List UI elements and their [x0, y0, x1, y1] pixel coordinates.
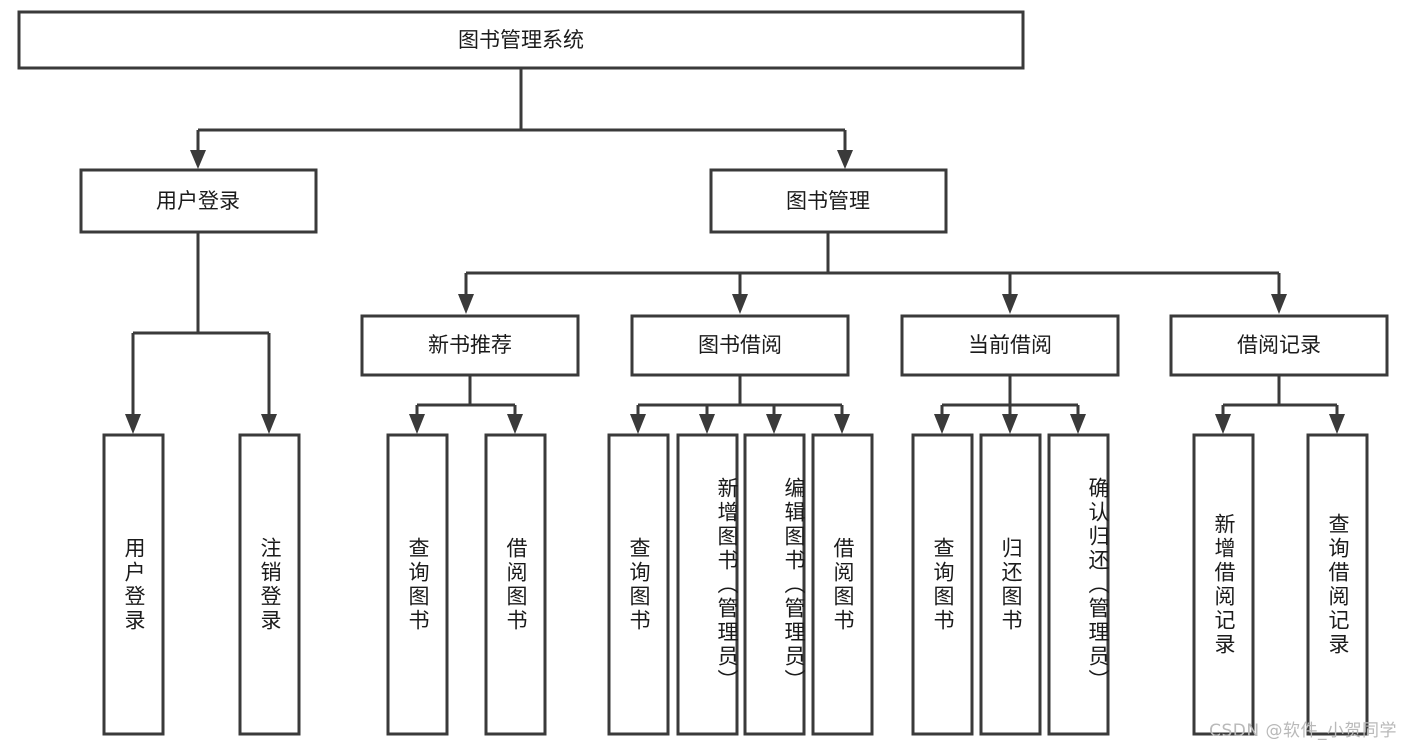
leaf-edit-book-admin-box[interactable] [743, 433, 806, 736]
node-book-borrow[interactable]: 图书借阅 [630, 314, 850, 377]
leaf-query-book-3-box[interactable] [911, 433, 974, 736]
csdn-watermark: CSDN @软件_小贺同学 [1209, 721, 1397, 741]
node-root[interactable]: 图书管理系统 [17, 10, 1025, 70]
leaf-query-book-2-box[interactable] [607, 433, 670, 736]
leaf-logout-login-box[interactable] [238, 433, 301, 736]
connectors-borrow-record-to-leaves [1215, 375, 1345, 434]
node-new-book-recommend-label: 新书推荐 [428, 333, 512, 357]
leaf-query-book-1-box[interactable] [386, 433, 449, 736]
node-book-management-box[interactable] [709, 168, 948, 234]
node-new-book-recommend[interactable]: 新书推荐 [360, 314, 580, 377]
leaf-borrow-book-2-box[interactable] [811, 433, 874, 736]
connectors-book-management-to-level3 [458, 232, 1287, 314]
leaf-boxes [102, 433, 1369, 736]
node-root-box[interactable] [17, 10, 1025, 70]
connectors-user-login-to-leaves [125, 232, 277, 434]
node-borrow-record-label: 借阅记录 [1237, 333, 1321, 357]
node-user-login[interactable]: 用户登录 [79, 168, 318, 234]
leaf-add-borrow-record-box[interactable] [1192, 433, 1255, 736]
node-new-book-recommend-box[interactable] [360, 314, 580, 377]
node-current-borrow-label: 当前借阅 [968, 333, 1052, 357]
node-book-management[interactable]: 图书管理 [709, 168, 948, 234]
connectors-new-book-recommend-to-leaves [409, 375, 523, 434]
node-book-borrow-label: 图书借阅 [698, 333, 782, 357]
connectors-root-to-level2 [190, 68, 853, 169]
connectors-book-borrow-to-leaves [630, 375, 850, 434]
node-root-label: 图书管理系统 [458, 28, 584, 52]
node-current-borrow[interactable]: 当前借阅 [900, 314, 1120, 377]
leaf-user-login-box[interactable] [102, 433, 165, 736]
node-borrow-record-box[interactable] [1169, 314, 1389, 377]
node-user-login-label: 用户登录 [156, 189, 240, 213]
leaf-borrow-book-1-box[interactable] [484, 433, 547, 736]
leaf-add-book-admin-box[interactable] [676, 433, 739, 736]
node-current-borrow-box[interactable] [900, 314, 1120, 377]
leaf-query-borrow-record-box[interactable] [1306, 433, 1369, 736]
leaf-confirm-return-admin-box[interactable] [1047, 433, 1110, 736]
node-user-login-box[interactable] [79, 168, 318, 234]
node-book-management-label: 图书管理 [786, 189, 870, 213]
leaf-return-book-box[interactable] [979, 433, 1042, 736]
connectors-current-borrow-to-leaves [934, 375, 1086, 434]
node-borrow-record[interactable]: 借阅记录 [1169, 314, 1389, 377]
node-book-borrow-box[interactable] [630, 314, 850, 377]
